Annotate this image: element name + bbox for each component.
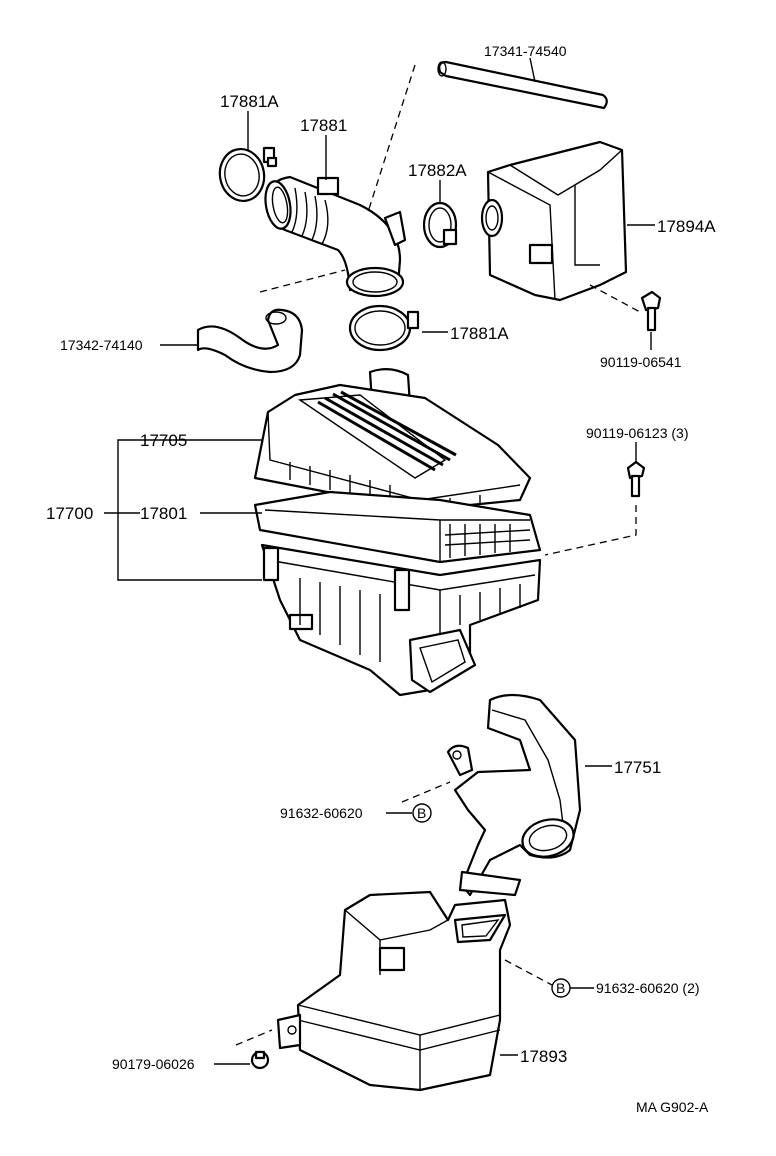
label-17894A: 17894A xyxy=(657,217,716,236)
label-17705: 17705 xyxy=(140,431,187,450)
element-17801[interactable] xyxy=(253,490,542,564)
label-17881A-bottom: 17881A xyxy=(450,324,509,343)
marker-b-right: B xyxy=(551,978,571,998)
resonator-17894A[interactable] xyxy=(480,140,628,302)
resonator-17893[interactable] xyxy=(276,890,512,1092)
diagram-code: MA G902-A xyxy=(636,1099,709,1115)
clamp-17881A-bottom[interactable] xyxy=(348,304,420,352)
label-90179-06026: 90179-06026 xyxy=(112,1056,195,1072)
label-17700: 17700 xyxy=(46,504,93,523)
hose-17341-74540[interactable] xyxy=(437,60,608,110)
bolt-90119-06541[interactable] xyxy=(640,290,662,332)
svg-text:B: B xyxy=(556,980,565,996)
clamp-17882A[interactable] xyxy=(422,201,458,249)
clamp-17881A-top[interactable] xyxy=(216,146,278,205)
label-17881A-top: 17881A xyxy=(220,92,279,111)
label-17342-74140: 17342-74140 xyxy=(60,337,143,353)
svg-text:B: B xyxy=(417,805,426,821)
label-17893: 17893 xyxy=(520,1047,567,1066)
label-17341-74540: 17341-74540 xyxy=(484,43,567,59)
cleaner-cap-17705[interactable] xyxy=(253,368,532,512)
hose-17342-74140[interactable] xyxy=(196,308,304,374)
cleaner-case[interactable] xyxy=(260,543,542,697)
label-90119-06541: 90119-06541 xyxy=(600,354,682,370)
label-17751: 17751 xyxy=(614,758,661,777)
label-91632-60620-left: 91632-60620 xyxy=(280,805,363,821)
label-90119-06123: 90119-06123 (3) xyxy=(586,425,688,441)
case-ribs xyxy=(299,578,521,662)
element-grid xyxy=(444,524,531,558)
inlet-17751[interactable] xyxy=(446,693,582,897)
label-17882A: 17882A xyxy=(408,161,467,180)
bolt-90119-06123[interactable] xyxy=(626,460,646,498)
cap-ribs xyxy=(289,390,481,508)
label-17881: 17881 xyxy=(300,116,347,135)
clip-90179-06026[interactable] xyxy=(250,1050,270,1070)
hose-17881[interactable] xyxy=(262,175,407,298)
label-17801: 17801 xyxy=(140,504,187,523)
label-91632-60620-right: 91632-60620 (2) xyxy=(596,980,700,996)
assembly-bracket-17700 xyxy=(104,439,262,581)
marker-b-left: B xyxy=(412,803,432,823)
